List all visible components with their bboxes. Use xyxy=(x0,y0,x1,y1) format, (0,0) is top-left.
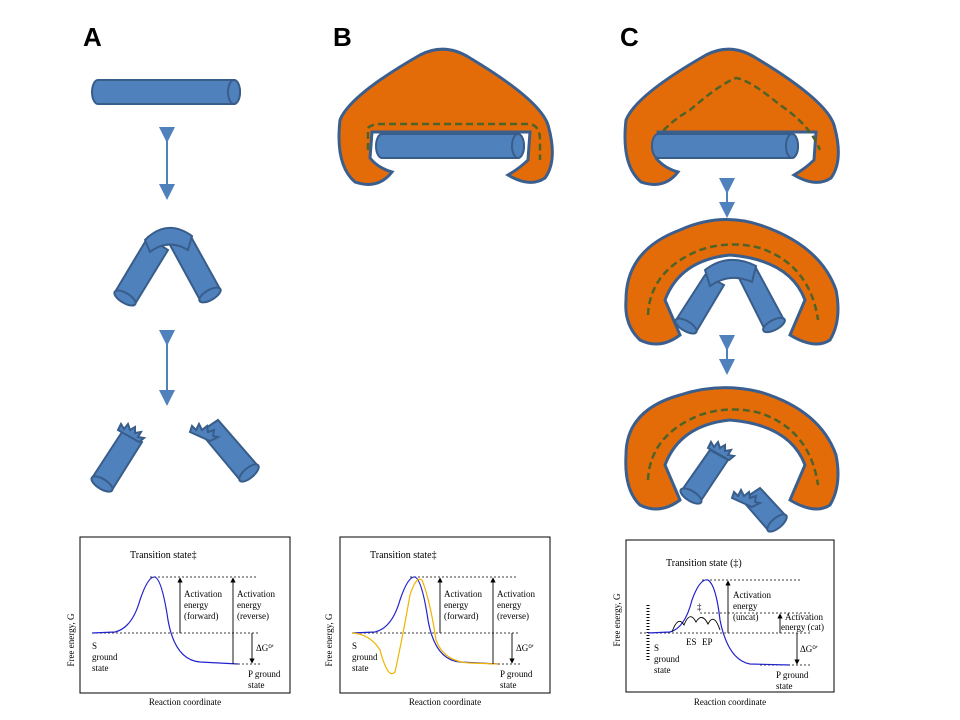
reverse-label: Activation energy (reverse) xyxy=(237,589,277,621)
reaction-curve xyxy=(91,576,239,665)
p-ground-state-label: P ground state xyxy=(500,669,535,690)
energy-diagram-c: Transition state (‡) Free energy, G Reac… xyxy=(612,539,835,707)
panel-b xyxy=(337,47,554,186)
binding-site-dashed xyxy=(646,243,820,321)
uncatalyzed-curve xyxy=(647,579,791,666)
x-axis-label: Reaction coordinate xyxy=(149,697,221,707)
enzyme-shape xyxy=(624,218,840,346)
s-ground-state-label: S ground state xyxy=(654,643,682,675)
graph-frame xyxy=(625,539,835,693)
es-label: ES xyxy=(686,637,697,647)
substrate-rod xyxy=(375,133,525,159)
energy-diagram-b: Transition state‡ Free energy, G Reactio… xyxy=(324,536,551,707)
substrate-rod xyxy=(651,133,799,159)
catalyzed-dagger: ‡ xyxy=(697,602,702,612)
forward-label: Activation energy (forward) xyxy=(184,589,224,621)
transition-state-label: Transition state‡ xyxy=(130,550,197,561)
enzyme-shape xyxy=(623,47,840,186)
reaction-curve xyxy=(351,576,499,665)
p-ground-state-label: P ground state xyxy=(248,669,283,690)
delta-g-label: ΔG⁰ʹ xyxy=(256,643,274,653)
binding-site-dashed xyxy=(366,122,542,160)
product-piece-right xyxy=(188,418,260,483)
catalyzed-curve xyxy=(671,616,721,633)
p-ground-state-label: P ground state xyxy=(776,670,811,691)
panel-c xyxy=(623,47,840,533)
binding-site-dashed xyxy=(646,408,820,486)
panel-letter-b: B xyxy=(333,22,352,52)
y-axis-label: Free energy, G xyxy=(66,613,76,666)
x-axis-label: Reaction coordinate xyxy=(409,697,481,707)
catalyzed-label: Activation energy (cat) xyxy=(781,612,825,632)
strained-substrate xyxy=(113,227,222,307)
panel-a xyxy=(90,79,260,493)
product-piece-left xyxy=(90,421,147,493)
forward-label: Activation energy (forward) xyxy=(444,589,484,621)
transition-state-label: Transition state‡ xyxy=(370,550,437,561)
product-piece-left xyxy=(679,439,737,505)
transition-state-label: Transition state (‡) xyxy=(666,558,742,569)
uncatalyzed-label: Activation energy (uncat) xyxy=(733,590,773,622)
substrate-rod xyxy=(91,79,241,105)
s-ground-state-label: S ground state xyxy=(92,641,120,673)
product-piece-right xyxy=(730,486,788,533)
graph-frame xyxy=(339,536,551,694)
strained-curve xyxy=(351,578,499,675)
x-axis-label: Reaction coordinate xyxy=(694,697,766,707)
y-axis-label: Free energy, G xyxy=(612,593,622,646)
graph-frame xyxy=(79,536,291,694)
panel-letter-a: A xyxy=(83,22,102,52)
enzyme-shape xyxy=(337,47,554,186)
s-ground-state-label: S ground state xyxy=(352,641,380,673)
panel-letter-c: C xyxy=(620,22,639,52)
y-axis-label: Free energy, G xyxy=(324,613,334,666)
energy-diagram-a: Transition state‡ Free energy, G Reactio… xyxy=(66,536,291,707)
reverse-label: Activation energy (reverse) xyxy=(497,589,537,621)
enzyme-shape xyxy=(624,386,840,511)
strained-substrate xyxy=(674,259,786,335)
ep-label: EP xyxy=(702,637,713,647)
delta-g-label: ΔG⁰ʹ xyxy=(516,643,534,653)
binding-site-dashed xyxy=(652,76,822,151)
delta-g-label: ΔG⁰ʹ xyxy=(800,644,818,654)
